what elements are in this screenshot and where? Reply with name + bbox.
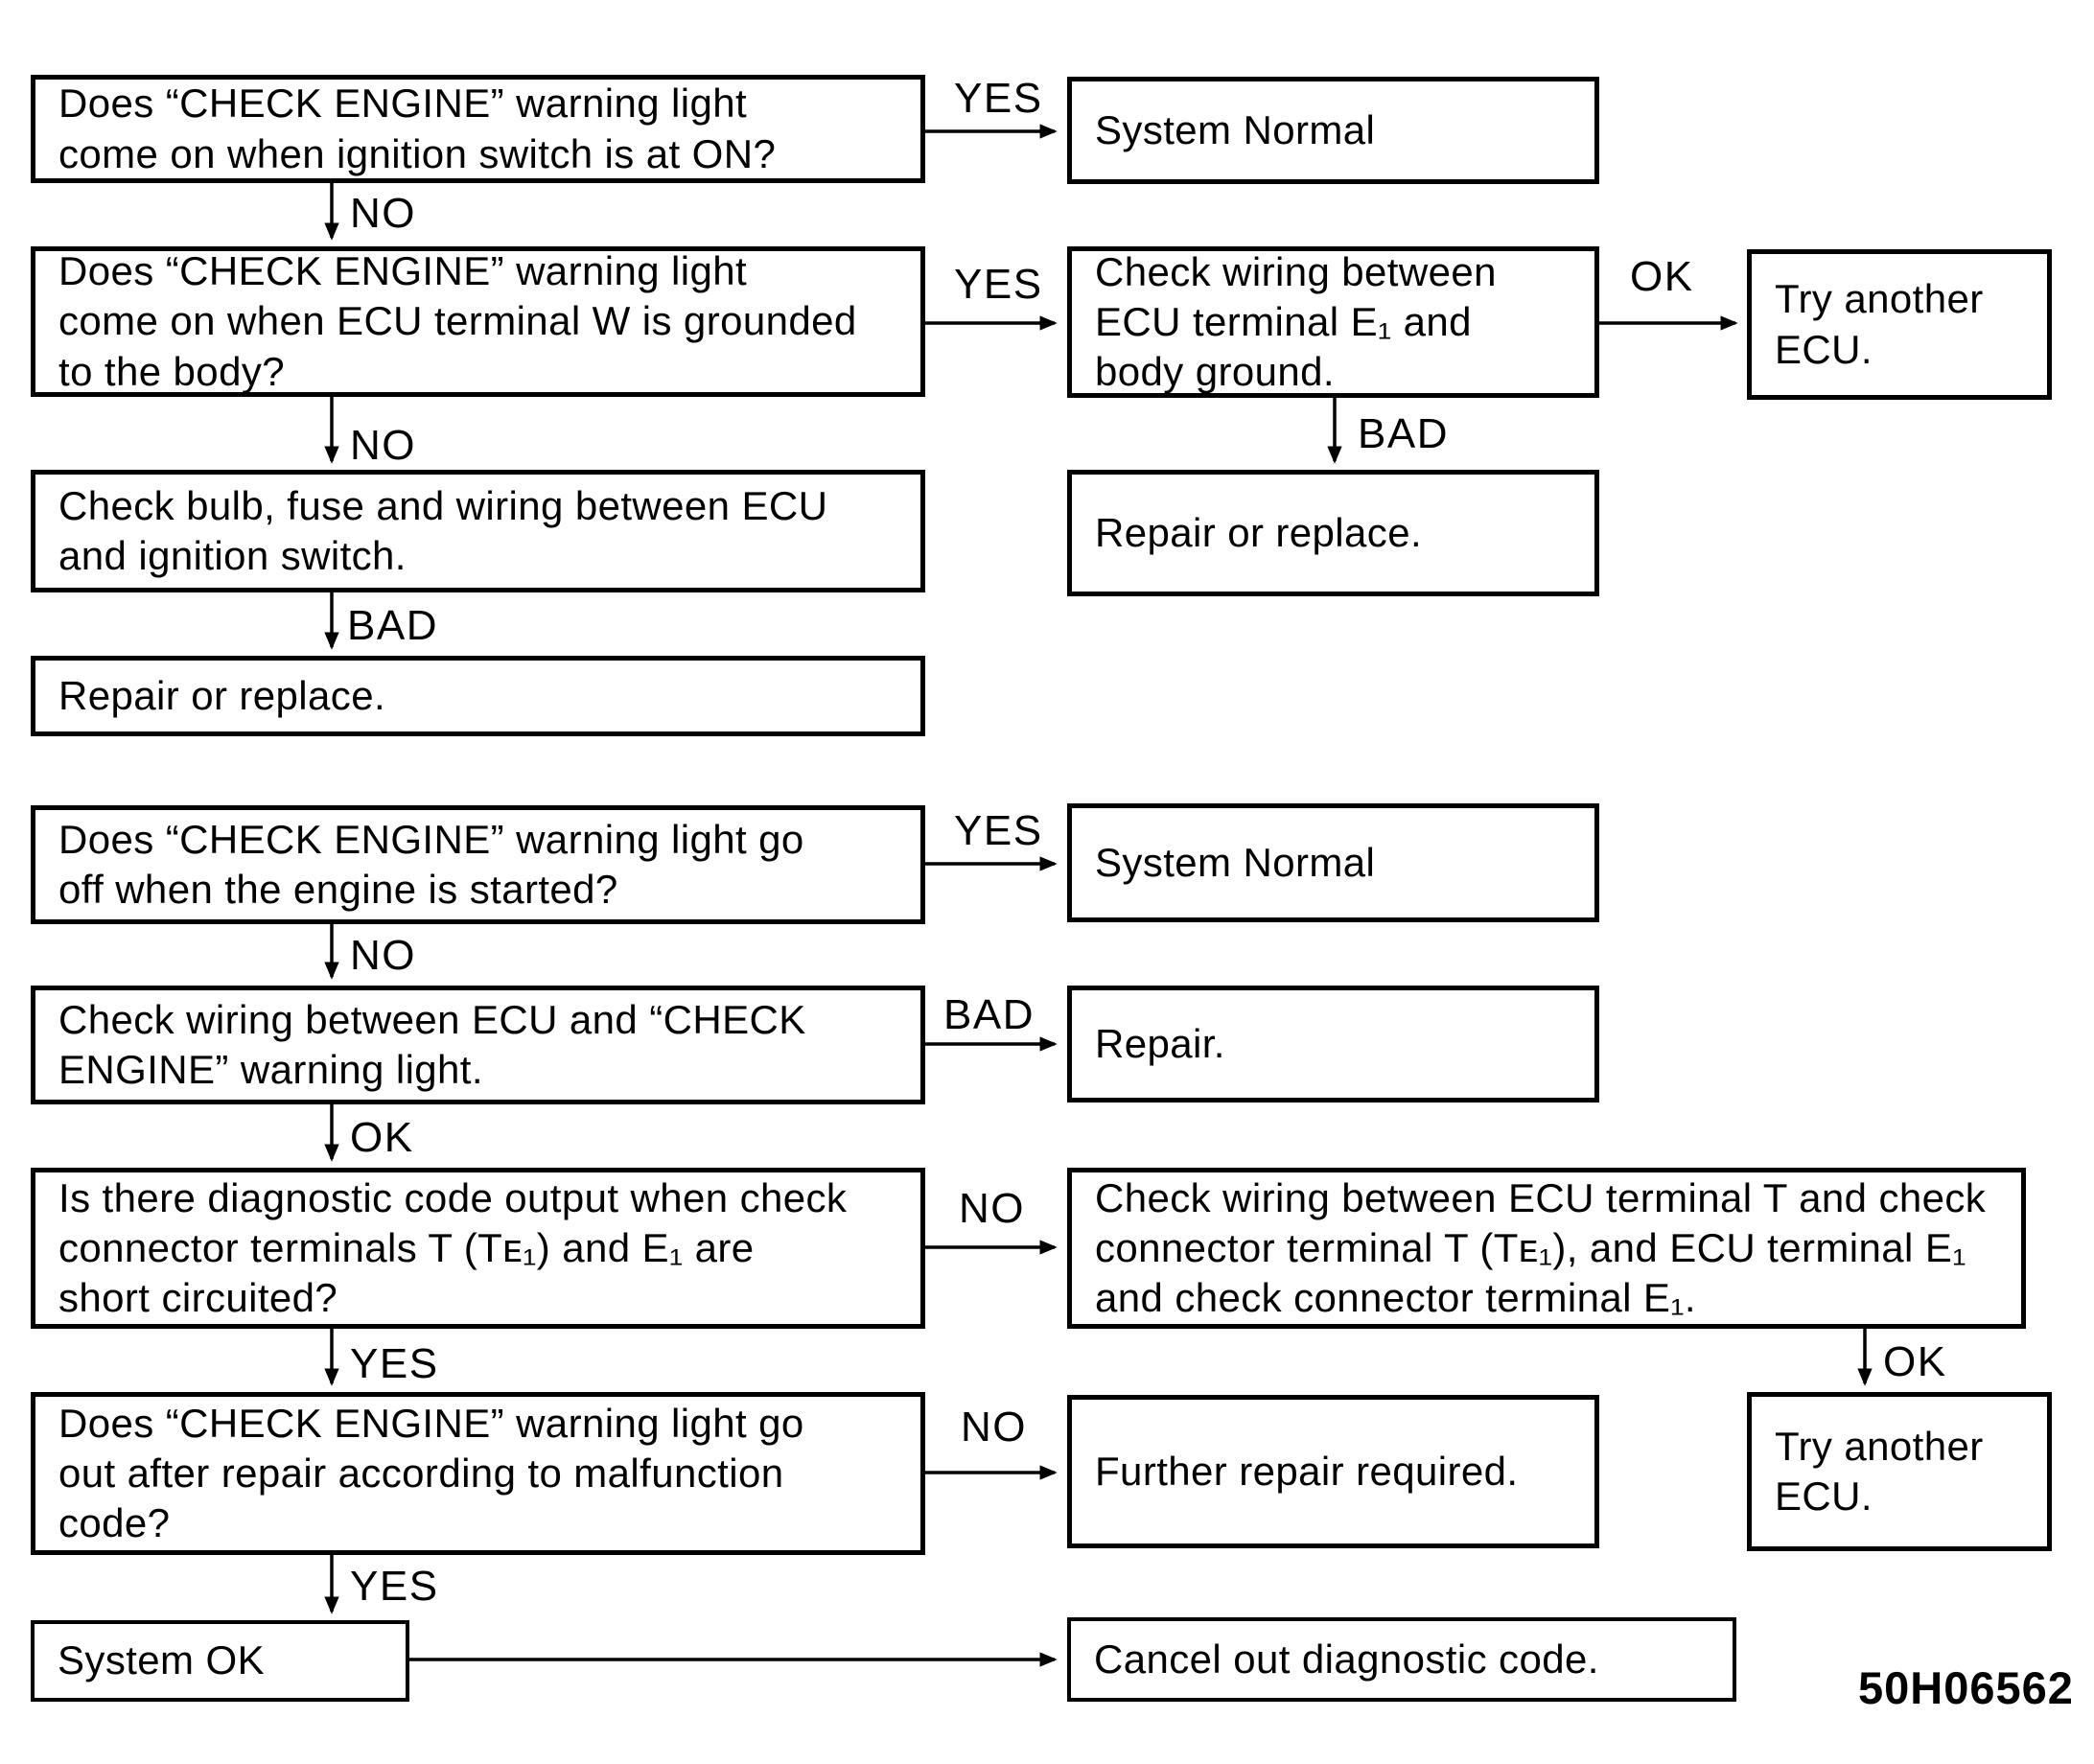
flow-box-try-another-ecu-1: Try another ECU.	[1747, 249, 2052, 400]
figure-id: 50H06562	[1858, 1662, 2074, 1713]
flow-box-system-ok: System OK	[31, 1620, 409, 1702]
edge-label-no-light-on: NO	[350, 190, 416, 237]
edge-label-bad-wiring-light: BAD	[943, 991, 1035, 1038]
edge-label-ok-wiring-t: OK	[1883, 1338, 1947, 1385]
edge-label-ok-wiring-light: OK	[350, 1114, 414, 1161]
flow-box-question-light-off-engine-started: Does “CHECK ENGINE” warning light go off…	[31, 805, 925, 924]
flow-box-check-wiring-e1-body-ground: Check wiring between ECU terminal E₁ and…	[1067, 246, 1599, 398]
edge-label-no-terminal-w: NO	[350, 422, 416, 469]
flow-box-system-normal-2: System Normal	[1067, 803, 1599, 922]
edge-label-yes-diag-code: YES	[350, 1340, 439, 1387]
edge-label-no-light-out: NO	[961, 1404, 1027, 1451]
edge-label-ok-check-wiring: OK	[1630, 253, 1694, 300]
flow-box-system-normal-1: System Normal	[1067, 77, 1599, 184]
flow-box-check-wiring-warning-light: Check wiring between ECU and “CHECK ENGI…	[31, 986, 925, 1104]
flow-box-repair: Repair.	[1067, 986, 1599, 1102]
edge-label-yes-light-out: YES	[350, 1563, 439, 1610]
edge-label-bad-check-bulb: BAD	[347, 602, 438, 649]
edge-label-yes-light-off: YES	[954, 807, 1043, 854]
edge-label-bad-check-wiring: BAD	[1358, 410, 1449, 457]
flow-box-question-diagnostic-code-output: Is there diagnostic code output when che…	[31, 1168, 925, 1329]
flow-box-question-terminal-w-grounded: Does “CHECK ENGINE” warning light come o…	[31, 246, 925, 397]
flow-box-question-light-out-after-repair: Does “CHECK ENGINE” warning light go out…	[31, 1392, 925, 1555]
flow-box-try-another-ecu-2: Try another ECU.	[1747, 1392, 2052, 1551]
edge-label-no-light-off: NO	[350, 932, 416, 979]
flow-box-repair-or-replace-right: Repair or replace.	[1067, 470, 1599, 596]
flow-box-check-wiring-terminal-t: Check wiring between ECU terminal T and …	[1067, 1168, 2026, 1329]
flow-box-question-light-on-ignition: Does “CHECK ENGINE” warning light come o…	[31, 75, 925, 183]
flow-box-repair-or-replace-left: Repair or replace.	[31, 656, 925, 736]
edge-label-yes-terminal-w: YES	[954, 261, 1043, 308]
flow-box-further-repair-required: Further repair required.	[1067, 1395, 1599, 1548]
flow-box-cancel-diagnostic-code: Cancel out diagnostic code.	[1067, 1617, 1736, 1702]
edge-label-yes-light-on: YES	[954, 75, 1043, 122]
flow-box-check-bulb-fuse-wiring: Check bulb, fuse and wiring between ECU …	[31, 470, 925, 592]
edge-label-no-diag-code: NO	[959, 1185, 1025, 1232]
